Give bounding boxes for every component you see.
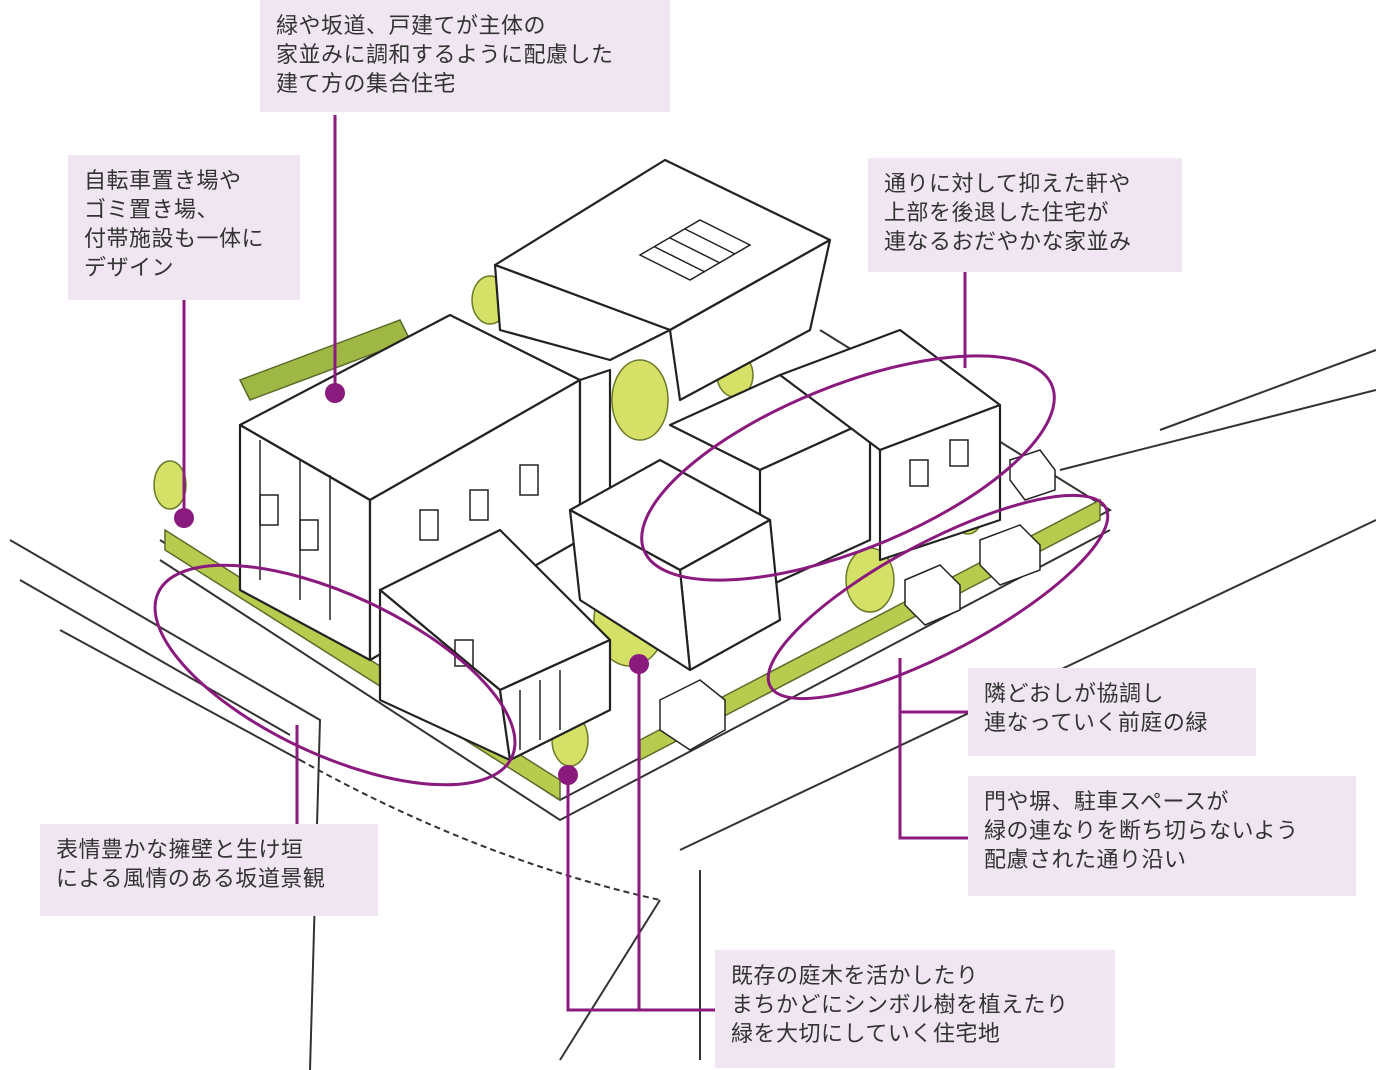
callout-line: 付帯施設も一体に xyxy=(84,227,265,252)
roads xyxy=(9,349,1376,1070)
callout-line: 連なるおだやかな家並み xyxy=(884,230,1132,255)
marker-dots xyxy=(174,383,649,785)
callout-bicycle: 自転車置き場や ゴミ置き場、 付帯施設も一体に デザイン xyxy=(68,155,300,300)
callout-line: 家並みに調和するように配慮した xyxy=(276,43,614,68)
callout-trees: 既存の庭木を活かしたり まちかどにシンボル樹を植えたり 緑を大切にしていく住宅地 xyxy=(715,950,1115,1068)
callout-line: 自転車置き場や xyxy=(84,169,242,194)
callout-line: 緑の連なりを断ち切らないよう xyxy=(984,819,1299,844)
callout-line: 既存の庭木を活かしたり xyxy=(731,964,979,989)
callout-line: 配慮された通り沿い xyxy=(984,848,1187,873)
callout-line: 連なっていく前庭の緑 xyxy=(984,711,1208,736)
callout-line: 表情豊かな擁壁と生け垣 xyxy=(56,838,304,863)
callout-apartment: 緑や坂道、戸建てが主体の 家並みに調和するように配慮した 建て方の集合住宅 xyxy=(260,0,670,112)
callout-line: 隣どおしが協調し xyxy=(984,682,1165,707)
callout-line: 建て方の集合住宅 xyxy=(276,72,457,97)
callout-retaining-wall: 表情豊かな擁壁と生け垣 による風情のある坂道景観 xyxy=(40,824,378,916)
callout-line: デザイン xyxy=(84,256,175,281)
callout-line: ゴミ置き場、 xyxy=(84,198,220,223)
callout-line: 緑を大切にしていく住宅地 xyxy=(731,1022,1001,1047)
callout-line: まちかどにシンボル樹を植えたり xyxy=(731,993,1069,1018)
callout-eaves: 通りに対して抑えた軒や 上部を後退した住宅が 連なるおだやかな家並み xyxy=(868,158,1182,272)
callout-line: 上部を後退した住宅が xyxy=(884,201,1110,226)
callout-gate: 門や塀、駐車スペースが 緑の連なりを断ち切らないよう 配慮された通り沿い xyxy=(968,776,1356,896)
callout-line: による風情のある坂道景観 xyxy=(56,867,326,892)
leader-lines xyxy=(182,115,968,1012)
callout-line: 通りに対して抑えた軒や xyxy=(884,172,1131,197)
callout-front-garden: 隣どおしが協調し 連なっていく前庭の緑 xyxy=(968,668,1256,756)
callout-line: 緑や坂道、戸建てが主体の xyxy=(276,14,547,39)
callout-line: 門や塀、駐車スペースが xyxy=(984,790,1229,815)
parked-cars xyxy=(659,449,1056,751)
highlight-ellipses xyxy=(153,354,1110,787)
